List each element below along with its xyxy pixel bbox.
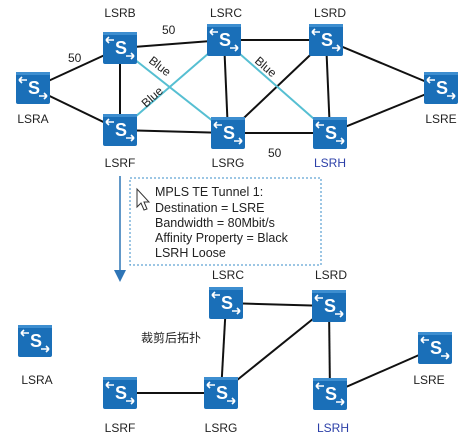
tunnel-annotation: MPLS TE Tunnel 1: Destination = LSRE Ban… [114, 176, 322, 282]
link-b-c [119, 39, 225, 49]
switch-s-icon [417, 331, 453, 365]
annotation-line-4: Affinity Property = Black [155, 231, 289, 245]
pruned-router-label-lsrh: LSRH [317, 421, 349, 435]
link-blue-c-h [223, 39, 331, 134]
pruned-router-label-lsrg: LSRG [205, 421, 238, 435]
top-topology: 50 50 50 Blue Blue Blue LSRA LSRB LSRC L… [15, 6, 459, 170]
link-h-e [329, 87, 442, 134]
router-label-lsrd: LSRD [314, 6, 346, 20]
pruned-router-lsra: LSRA [17, 324, 53, 387]
annotation-line-1: MPLS TE Tunnel 1: [155, 185, 263, 199]
pruned-router-label-lsrc: LSRC [212, 268, 244, 282]
pruned-caption: 裁剪后拓扑 [141, 330, 201, 345]
pruned-router-lsrc: LSRC [208, 268, 244, 320]
annotation-box [129, 177, 322, 266]
annotation-line-5: LSRH Loose [155, 246, 226, 260]
link-label-blue-b-g: Blue [146, 53, 174, 79]
annotation-line-2: Destination = LSRE [155, 201, 264, 215]
router-label-lsre: LSRE [425, 112, 456, 126]
annotation-line-3: Bandwidth = 80Mbit/s [155, 216, 275, 230]
pruned-router-lsrf: LSRF [102, 376, 138, 435]
router-lsrb: LSRB [102, 6, 138, 65]
switch-s-icon [210, 116, 246, 150]
switch-s-icon [17, 324, 53, 358]
pruned-router-lsrg: LSRG [203, 376, 239, 435]
switch-s-icon [15, 71, 51, 105]
link-label-a-b: 50 [68, 51, 82, 65]
pruned-router-label-lsra: LSRA [21, 373, 52, 387]
pruned-router-label-lsre: LSRE [413, 373, 444, 387]
switch-s-icon [311, 289, 347, 323]
router-label-lsra: LSRA [17, 112, 48, 126]
router-label-lsrg: LSRG [212, 156, 245, 170]
router-lsrc: LSRC [206, 6, 242, 57]
pruned-link-h-e [329, 347, 436, 395]
link-f-g [119, 129, 229, 134]
pruned-link-g-d [220, 305, 330, 394]
pruned-router-label-lsrd: LSRD [315, 268, 347, 282]
switch-s-icon [102, 376, 138, 410]
pruned-router-lsrd: LSRD [311, 268, 347, 323]
switch-s-icon [102, 113, 138, 147]
pruned-link-c-d [225, 302, 330, 307]
switch-s-icon [308, 23, 344, 57]
router-label-lsrf: LSRF [105, 156, 136, 170]
switch-s-icon [312, 116, 348, 150]
router-lsrg: LSRG [210, 116, 246, 170]
switch-s-icon [102, 31, 138, 65]
link-blue-f-c [119, 39, 225, 131]
pruned-router-lsre: LSRE [413, 331, 453, 387]
switch-s-icon [203, 376, 239, 410]
router-lsrh: LSRH [312, 116, 348, 170]
router-lsrd: LSRD [308, 6, 346, 57]
switch-s-icon [312, 377, 348, 411]
router-label-lsrb: LSRB [104, 6, 135, 20]
router-lsre: LSRE [423, 71, 459, 126]
router-label-lsrc: LSRC [210, 6, 242, 20]
link-blue-b-g [119, 47, 229, 134]
pruned-topology: 裁剪后拓扑 LSRA LSRC LSRD LSRE LSRF LSRG LSRH [17, 268, 453, 435]
link-label-g-h: 50 [268, 146, 282, 160]
pruned-router-lsrh: LSRH [312, 377, 349, 435]
switch-s-icon [423, 71, 459, 105]
router-lsrf: LSRF [102, 113, 138, 170]
mouse-cursor-icon [136, 187, 151, 211]
link-label-blue-f-c: Blue [139, 84, 166, 111]
pruned-router-label-lsrf: LSRF [105, 421, 136, 435]
switch-s-icon [206, 23, 242, 57]
switch-s-icon [208, 286, 244, 320]
link-d-e [325, 39, 442, 89]
router-label-lsrh: LSRH [314, 156, 346, 170]
link-label-b-c: 50 [162, 23, 176, 37]
router-lsra: LSRA [15, 71, 51, 126]
